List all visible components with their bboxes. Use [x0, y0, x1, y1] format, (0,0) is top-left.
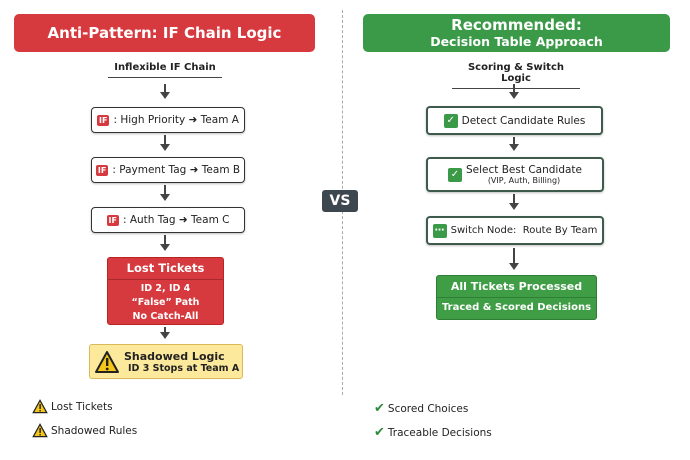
legend-traceable-decisions: ✔ Traceable Decisions [374, 425, 492, 440]
lost-tickets-title: Lost Tickets [108, 258, 223, 280]
if-tag: IF [97, 114, 110, 126]
shadowed-title: Shadowed Logic [124, 349, 225, 363]
step-label: : High Priority ➜ Team A [113, 114, 239, 126]
if-tag: IF [95, 164, 109, 176]
arrow [509, 84, 519, 99]
warning-icon [95, 350, 119, 373]
legend-scored-choices: ✔ Scored Choices [374, 401, 468, 416]
switch-node-step: ⋯Switch Node: Route By Team [426, 216, 604, 245]
warning-icon [32, 399, 48, 414]
legend-label: Scored Choices [387, 402, 469, 415]
arrow [160, 235, 170, 251]
shadowed-logic-box: Shadowed Logic ID 3 Stops at Team A [89, 344, 243, 379]
check-icon: ✓ [443, 113, 458, 128]
recommended-subtitle: Decision Table Approach [430, 34, 603, 49]
more-icon: ⋯ [432, 223, 447, 238]
lost-line: “False” Path [131, 297, 200, 308]
legend-lost-tickets: Lost Tickets [32, 399, 113, 414]
check-icon: ✔ [374, 401, 385, 416]
step-label: Select Best Candidate [466, 164, 582, 176]
arrow [509, 248, 519, 270]
all-tickets-processed-box: All Tickets Processed Traced & Scored De… [436, 275, 597, 320]
recommended-header: Recommended: Decision Table Approach [363, 14, 670, 52]
if-tag: IF [106, 214, 119, 226]
legend-label: Traceable Decisions [387, 426, 492, 439]
lost-line: No Catch-All [132, 311, 199, 322]
warning-icon [32, 423, 48, 438]
if-step-auth-tag: IF: Auth Tag ➜ Team C [91, 207, 245, 233]
vs-badge: VS [322, 190, 358, 212]
arrow [509, 194, 519, 210]
if-step-payment-tag: IF: Payment Tag ➜ Team B [91, 157, 245, 183]
check-icon: ✓ [448, 167, 462, 182]
step-label: Detect Candidate Rules [461, 114, 586, 127]
detect-candidate-rules-step: ✓Detect Candidate Rules [426, 106, 603, 135]
right-subtitle: Scoring & Switch Logic [452, 62, 580, 89]
result-detail: Traced & Scored Decisions [441, 302, 592, 313]
arrow [160, 185, 170, 201]
step-label: Switch Node: Route By Team [450, 225, 598, 236]
left-subtitle: Inflexible IF Chain [108, 62, 222, 78]
legend-label: Shadowed Rules [51, 424, 138, 437]
legend-shadowed-rules: Shadowed Rules [32, 423, 137, 438]
recommended-title: Recommended: [451, 16, 582, 34]
lost-line: ID 2, ID 4 [140, 283, 191, 294]
anti-pattern-header: Anti-Pattern: IF Chain Logic [14, 14, 315, 52]
step-detail: (VIP, Auth, Billing) [487, 176, 561, 185]
lost-tickets-box: Lost Tickets ID 2, ID 4 “False” Path No … [107, 257, 224, 325]
shadowed-detail: ID 3 Stops at Team A [128, 362, 240, 374]
if-step-high-priority: IF: High Priority ➜ Team A [91, 107, 245, 133]
arrow [160, 84, 170, 99]
result-title: All Tickets Processed [437, 276, 596, 298]
step-label: : Auth Tag ➜ Team C [122, 214, 230, 226]
legend-label: Lost Tickets [51, 400, 113, 413]
step-label: : Payment Tag ➜ Team B [112, 164, 241, 176]
arrow [160, 327, 170, 339]
anti-pattern-title: Anti-Pattern: IF Chain Logic [47, 24, 282, 42]
check-icon: ✔ [374, 425, 385, 440]
arrow [160, 135, 170, 151]
arrow [509, 137, 519, 151]
select-best-candidate-step: ✓ Select Best Candidate(VIP, Auth, Billin… [426, 157, 604, 192]
